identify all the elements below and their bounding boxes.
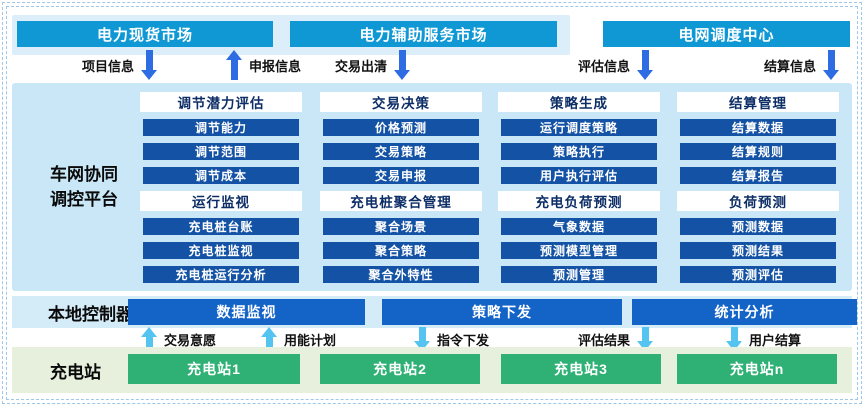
- box-strategy-dispatch: 策略下发: [382, 299, 622, 325]
- module-item: 充电桩运行分析: [143, 266, 299, 283]
- arrow-down-icon: [394, 50, 411, 80]
- flow-evaluation-info-label: 评估信息: [578, 58, 631, 74]
- flow-trade-intent-label: 交易意愿: [164, 332, 217, 348]
- group-pile-aggregation: 充电桩聚合管理 聚合场景 聚合策略 聚合外特性: [320, 191, 482, 283]
- module-item: 预测管理: [501, 266, 657, 283]
- flow-energy-plan: 用能计划: [261, 327, 336, 351]
- group-title: 负荷预测: [677, 191, 839, 211]
- group-title: 充电桩聚合管理: [320, 191, 482, 211]
- module-item: 用户执行评估: [501, 167, 657, 184]
- flow-declaration-info: 申报信息: [226, 50, 301, 80]
- box-data-monitor: 数据监视: [128, 299, 365, 325]
- module-item: 充电桩监视: [143, 242, 299, 259]
- platform-title-line2: 调控平台: [50, 190, 118, 209]
- flow-trade-clearing: 交易出清: [335, 50, 411, 80]
- module-item: 结算规则: [680, 143, 836, 160]
- box-spot-market: 电力现货市场: [17, 21, 273, 47]
- group-title: 调节潜力评估: [140, 92, 302, 112]
- flow-command-dispatch: 指令下发: [414, 327, 489, 351]
- group-strategy-generation: 策略生成 运行调度策略 策略执行 用户执行评估: [498, 92, 660, 184]
- platform-title: 车网协同 调控平台: [30, 83, 138, 291]
- module-item: 充电桩台账: [143, 218, 299, 235]
- group-title: 运行监视: [140, 191, 302, 211]
- arrow-down-icon: [726, 327, 742, 351]
- group-settlement-mgmt: 结算管理 结算数据 结算规则 结算报告: [677, 92, 839, 184]
- group-operation-monitor: 运行监视 充电桩台账 充电桩监视 充电桩运行分析: [140, 191, 302, 283]
- arrow-down-icon: [637, 50, 654, 80]
- module-item: 聚合外特性: [323, 266, 479, 283]
- flow-settlement-info: 结算信息: [764, 50, 840, 80]
- module-item: 策略执行: [501, 143, 657, 160]
- group-trade-decision: 交易决策 价格预测 交易策略 交易申报: [320, 92, 482, 184]
- flow-project-info-label: 项目信息: [82, 58, 135, 74]
- module-item: 结算报告: [680, 167, 836, 184]
- module-item: 预测数据: [680, 218, 836, 235]
- group-adjust-potential: 调节潜力评估 调节能力 调节范围 调节成本: [140, 92, 302, 184]
- flow-energy-plan-label: 用能计划: [284, 332, 337, 348]
- charging-station-band: 充电站 充电站1 充电站2 充电站3 充电站n: [12, 347, 852, 393]
- flow-settlement-info-label: 结算信息: [764, 58, 817, 74]
- flow-user-settlement-label: 用户结算: [749, 332, 802, 348]
- box-station-1: 充电站1: [128, 354, 300, 384]
- arrow-down-icon: [414, 327, 430, 351]
- module-item: 运行调度策略: [501, 119, 657, 136]
- module-item: 预测模型管理: [501, 242, 657, 259]
- module-item: 结算数据: [680, 119, 836, 136]
- local-controller-band: 本地控制器 数据监视 策略下发 统计分析: [12, 296, 857, 328]
- flow-trade-clearing-label: 交易出清: [335, 58, 388, 74]
- module-item: 预测结果: [680, 242, 836, 259]
- flow-evaluation-result: 评估结果: [578, 327, 654, 351]
- arrow-down-icon: [637, 327, 654, 351]
- box-station-3: 充电站3: [501, 354, 661, 384]
- arrow-up-icon: [261, 327, 277, 351]
- group-title: 充电负荷预测: [498, 191, 660, 211]
- arrow-down-icon: [823, 50, 840, 80]
- flow-user-settlement: 用户结算: [726, 327, 801, 351]
- group-title: 交易决策: [320, 92, 482, 112]
- flow-trade-intent: 交易意愿: [141, 327, 216, 351]
- group-title: 结算管理: [677, 92, 839, 112]
- flow-evaluation-result-label: 评估结果: [578, 332, 631, 348]
- group-title: 策略生成: [498, 92, 660, 112]
- box-station-n: 充电站n: [677, 354, 837, 384]
- module-item: 调节成本: [143, 167, 299, 184]
- module-item: 价格预测: [323, 119, 479, 136]
- box-station-2: 充电站2: [320, 354, 480, 384]
- box-ancillary-market: 电力辅助服务市场: [290, 21, 557, 47]
- platform-title-line1: 车网协同: [50, 164, 118, 184]
- flow-evaluation-info: 评估信息: [578, 50, 654, 80]
- flow-command-dispatch-label: 指令下发: [437, 332, 490, 348]
- module-item: 交易申报: [323, 167, 479, 184]
- module-item: 调节能力: [143, 119, 299, 136]
- charging-station-title: 充电站: [50, 362, 101, 382]
- flow-project-info: 项目信息: [82, 50, 158, 80]
- module-item: 交易策略: [323, 143, 479, 160]
- arrow-up-icon: [141, 327, 157, 351]
- arrow-up-icon: [226, 50, 242, 80]
- box-statistics-analysis: 统计分析: [632, 299, 857, 325]
- group-charging-load-forecast: 充电负荷预测 气象数据 预测模型管理 预测管理: [498, 191, 660, 283]
- local-controller-title: 本地控制器: [48, 304, 133, 324]
- module-item: 聚合场景: [323, 218, 479, 235]
- flow-declaration-info-label: 申报信息: [249, 58, 302, 74]
- module-item: 预测评估: [680, 266, 836, 283]
- module-item: 聚合策略: [323, 242, 479, 259]
- box-dispatch-center: 电网调度中心: [603, 21, 850, 47]
- platform-panel: 车网协同 调控平台 调节潜力评估 调节能力 调节范围 调节成本 交易决策 价格预…: [12, 83, 852, 291]
- module-item: 调节范围: [143, 143, 299, 160]
- arrow-down-icon: [141, 50, 158, 80]
- module-item: 气象数据: [501, 218, 657, 235]
- group-load-forecast: 负荷预测 预测数据 预测结果 预测评估: [677, 191, 839, 283]
